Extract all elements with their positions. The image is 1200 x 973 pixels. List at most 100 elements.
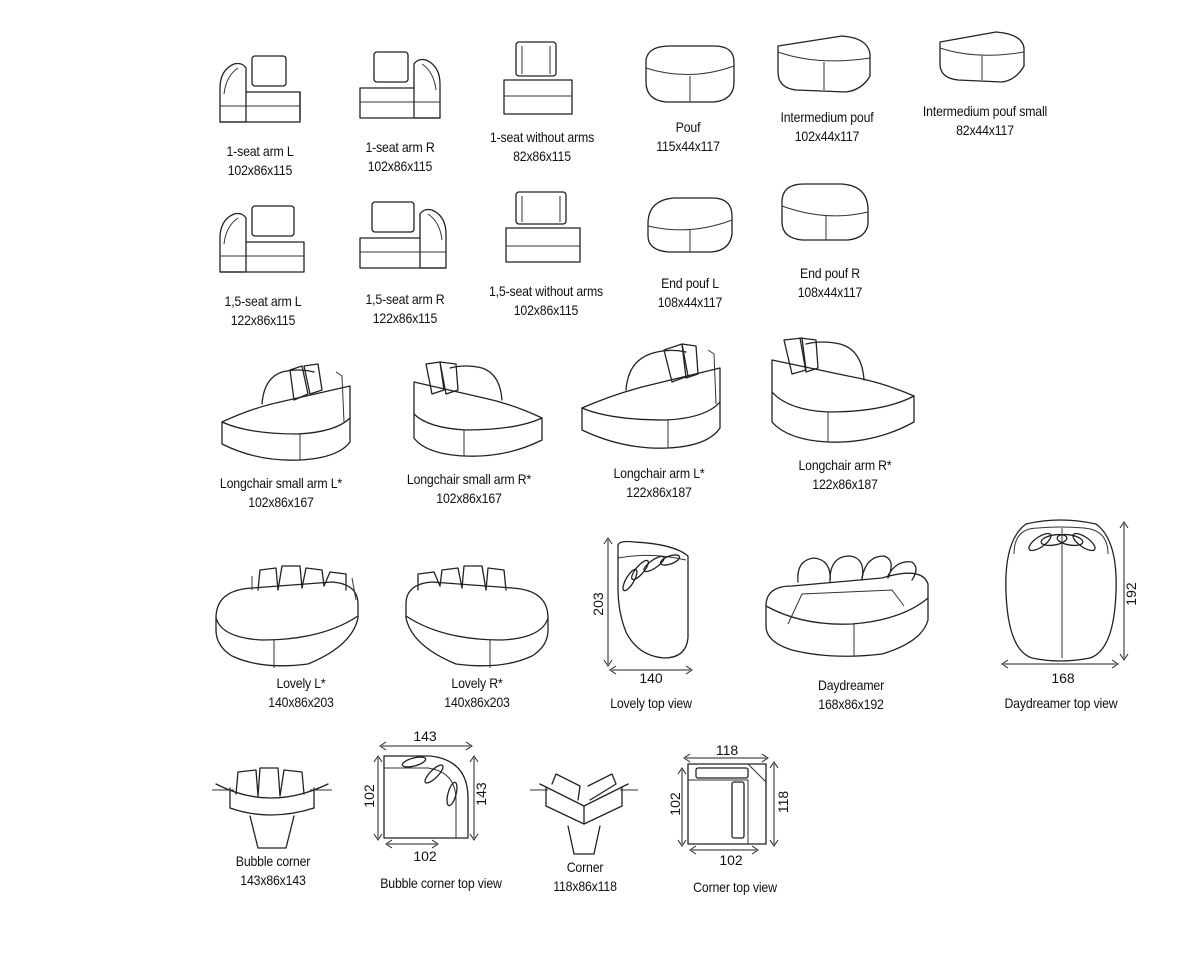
item-dims: 82x44x117 xyxy=(956,122,1014,138)
dim-bubble-top-side-right: 143 xyxy=(473,782,489,806)
drawing-daydreamer xyxy=(762,546,934,660)
item-name: 1-seat without arms xyxy=(489,129,595,145)
dim-bubble-top-bottom: 102 xyxy=(413,848,437,864)
drawing-intermedium-pouf xyxy=(772,32,876,96)
item-name: Longchair arm L* xyxy=(613,465,705,481)
item-dims: 82x86x115 xyxy=(513,148,571,164)
caption-corner: Corner 118x86x118 xyxy=(528,858,642,896)
dim-daydreamer-top-width: 168 xyxy=(1051,670,1075,686)
item-dims: 122x86x187 xyxy=(626,484,692,500)
item-dims: 143x86x143 xyxy=(240,872,306,888)
item-dims: 140x86x203 xyxy=(444,694,510,710)
item-name: Corner top view xyxy=(693,879,777,895)
drawing-bubble-corner xyxy=(210,764,334,850)
item-name: Longchair small arm R* xyxy=(406,471,532,487)
caption-end-pouf-l: End pouf L 108x44x117 xyxy=(637,274,743,312)
drawing-end-pouf-l xyxy=(642,194,738,256)
drawing-end-pouf-r xyxy=(776,180,874,244)
drawing-1-5-seat-arm-l xyxy=(212,200,312,278)
item-name: Intermedium pouf small xyxy=(922,103,1048,119)
item-name: Longchair arm R* xyxy=(798,457,892,473)
item-name: Daydreamer top view xyxy=(1004,695,1118,711)
caption-longchair-arm-r: Longchair arm R* 122x86x187 xyxy=(779,456,911,494)
item-dims: 118x86x118 xyxy=(553,878,617,894)
item-name: Longchair small arm L* xyxy=(219,475,343,491)
caption-1-5-seat-arm-r: 1,5-seat arm R 122x86x115 xyxy=(350,290,461,328)
dim-bubble-top-side-left: 102 xyxy=(361,784,377,808)
drawing-pouf xyxy=(640,42,740,106)
caption-daydreamer-top-view: Daydreamer top view xyxy=(995,694,1127,713)
item-name: Bubble corner xyxy=(235,853,311,869)
item-name: Bubble corner top view xyxy=(380,875,502,891)
item-name: 1-seat arm R xyxy=(365,139,435,155)
item-name: Lovely L* xyxy=(276,675,326,691)
item-dims: 108x44x117 xyxy=(657,294,723,310)
caption-1-5-seat-arm-l: 1,5-seat arm L 122x86x115 xyxy=(208,292,319,330)
item-name: Lovely R* xyxy=(451,675,503,691)
drawing-longchair-small-arm-l xyxy=(218,360,358,466)
item-name: Lovely top view xyxy=(610,695,692,711)
caption-end-pouf-r: End pouf R 108x44x117 xyxy=(777,264,883,302)
drawing-bubble-corner-top-view xyxy=(370,738,482,850)
item-name: Corner xyxy=(566,859,604,875)
item-dims: 115x44x117 xyxy=(656,138,720,154)
drawing-1-5-seat-without-arms xyxy=(500,188,586,266)
item-dims: 122x86x115 xyxy=(372,310,438,326)
item-name: Pouf xyxy=(675,119,701,135)
caption-1-seat-arm-r: 1-seat arm R 102x86x115 xyxy=(347,138,453,176)
item-dims: 122x86x115 xyxy=(230,312,296,328)
caption-lovely-l: Lovely L* 140x86x203 xyxy=(235,674,367,712)
caption-bubble-corner: Bubble corner 143x86x143 xyxy=(216,852,330,890)
item-dims: 102x44x117 xyxy=(794,128,860,144)
drawing-1-5-seat-arm-r xyxy=(354,196,454,274)
drawing-1-seat-without-arms xyxy=(498,38,578,118)
item-dims: 102x86x167 xyxy=(436,490,502,506)
caption-daydreamer: Daydreamer 168x86x192 xyxy=(794,676,908,714)
item-dims: 168x86x192 xyxy=(818,696,884,712)
caption-lovely-top-view: Lovely top view xyxy=(594,694,708,713)
caption-longchair-arm-l: Longchair arm L* 122x86x187 xyxy=(593,464,725,502)
drawing-daydreamer-top-view xyxy=(996,518,1136,669)
dim-corner-top-bottom: 102 xyxy=(719,852,743,868)
item-dims: 140x86x203 xyxy=(268,694,334,710)
item-name: Daydreamer xyxy=(817,677,885,693)
drawing-longchair-arm-r xyxy=(764,334,918,452)
drawing-corner xyxy=(528,770,640,856)
dim-lovely-top-width: 140 xyxy=(639,670,663,686)
item-dims: 102x86x115 xyxy=(227,162,293,178)
caption-longchair-small-arm-r: Longchair small arm R* 102x86x167 xyxy=(403,470,535,508)
drawing-lovely-l xyxy=(212,560,362,670)
item-name: 1,5-seat without arms xyxy=(488,283,604,299)
caption-1-5-seat-without-arms: 1,5-seat without arms 102x86x115 xyxy=(476,282,617,320)
dim-corner-top-side-right: 118 xyxy=(775,790,791,814)
caption-bubble-corner-top-view: Bubble corner top view xyxy=(366,874,516,893)
item-name: End pouf R xyxy=(800,265,860,281)
caption-longchair-small-arm-l: Longchair small arm L* 102x86x167 xyxy=(215,474,347,512)
item-name: 1-seat arm L xyxy=(226,143,294,159)
dim-corner-top-width: 118 xyxy=(715,742,739,758)
dim-daydreamer-top-depth: 192 xyxy=(1123,582,1139,606)
item-dims: 102x86x115 xyxy=(513,302,579,318)
item-dims: 122x86x187 xyxy=(812,476,878,492)
drawing-lovely-top-view xyxy=(594,536,704,675)
caption-1-seat-arm-l: 1-seat arm L 102x86x115 xyxy=(207,142,313,180)
caption-corner-top-view: Corner top view xyxy=(678,878,792,897)
item-name: End pouf L xyxy=(661,275,719,291)
drawing-longchair-small-arm-r xyxy=(406,356,546,462)
item-dims: 102x86x115 xyxy=(367,158,433,174)
drawing-corner-top-view xyxy=(676,752,780,856)
item-dims: 108x44x117 xyxy=(797,284,863,300)
drawing-lovely-r xyxy=(402,560,552,670)
caption-intermedium-pouf: Intermedium pouf 102x44x117 xyxy=(770,108,884,146)
caption-lovely-r: Lovely R* 140x86x203 xyxy=(411,674,543,712)
drawing-longchair-arm-l xyxy=(578,340,728,456)
dim-lovely-top-depth: 203 xyxy=(590,592,606,616)
item-name: Intermedium pouf xyxy=(780,109,874,125)
drawing-intermedium-pouf-small xyxy=(936,28,1028,86)
drawing-1-seat-arm-l xyxy=(212,48,308,128)
item-name: 1,5-seat arm L xyxy=(224,293,302,309)
caption-1-seat-without-arms: 1-seat without arms 82x86x115 xyxy=(480,128,603,166)
item-dims: 102x86x167 xyxy=(248,494,314,510)
drawing-1-seat-arm-r xyxy=(352,44,448,124)
